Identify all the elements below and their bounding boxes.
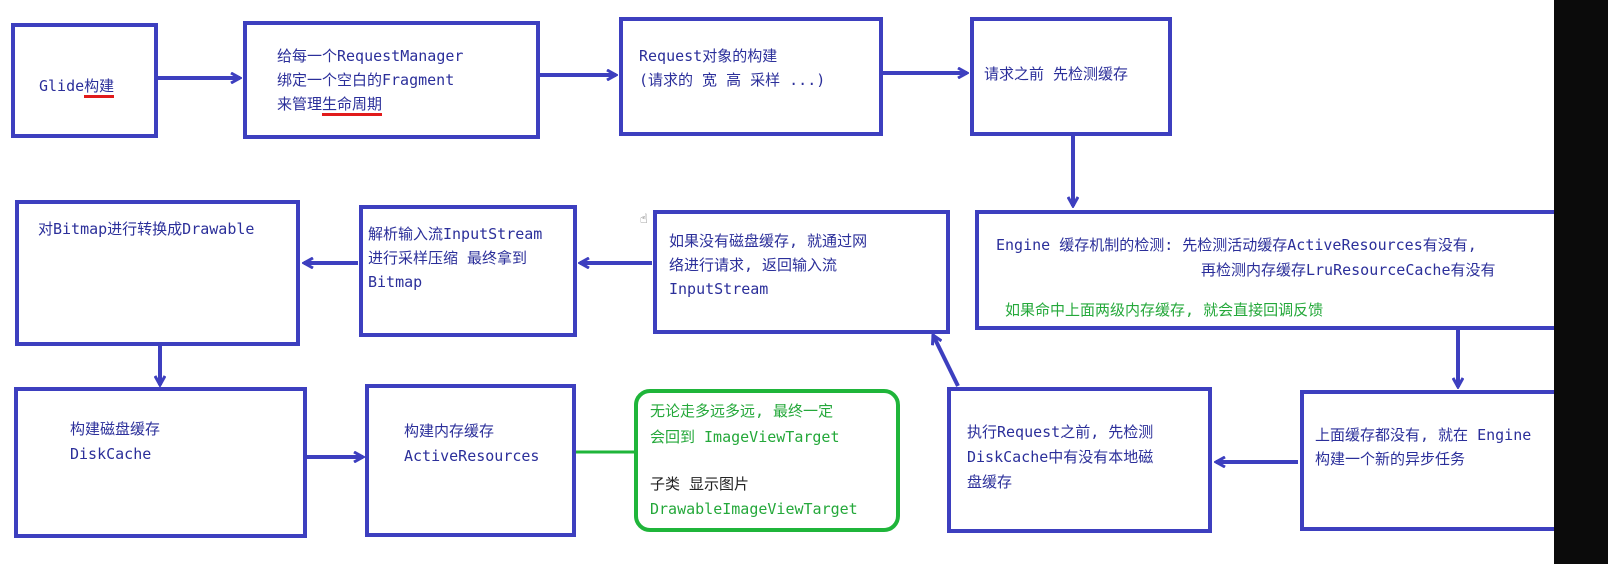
image-view-target-line4: DrawableImageViewTarget xyxy=(650,500,858,518)
engine-check-line2: 再检测内存缓存LruResourceCache有没有 xyxy=(1201,261,1496,279)
request-manager-box: 给每一个RequestManager 绑定一个空白的Fragment 来管理生命… xyxy=(243,21,540,139)
request-manager-line1: 给每一个RequestManager xyxy=(277,47,464,65)
request-manager-line3-prefix: 来管理 xyxy=(277,95,323,113)
image-view-target-line2: 会回到 ImageViewTarget xyxy=(650,428,840,446)
engine-check-line1: Engine 缓存机制的检测: 先检测活动缓存ActiveResources有没… xyxy=(996,236,1477,254)
memory-cache-box: 构建内存缓存 ActiveResources xyxy=(365,384,576,537)
disk-cache-box: 构建磁盘缓存 DiskCache xyxy=(14,387,307,538)
parse-stream-line1: 解析输入流InputStream xyxy=(368,225,543,243)
network-request-line2: 络进行请求, 返回输入流 xyxy=(669,256,838,274)
window-edge xyxy=(1554,0,1608,564)
check-cache-line1: 请求之前 先检测缓存 xyxy=(984,65,1129,83)
new-task-line1: 上面缓存都没有, 就在 Engine xyxy=(1315,426,1532,444)
engine-check-box: Engine 缓存机制的检测: 先检测活动缓存ActiveResources有没… xyxy=(975,210,1575,330)
disk-cache-line1: 构建磁盘缓存 xyxy=(70,420,161,438)
request-manager-line2: 绑定一个空白的Fragment xyxy=(277,71,455,89)
hand-cursor-icon: ☝ xyxy=(640,212,648,227)
parse-stream-line3: Bitmap xyxy=(368,273,423,291)
glide-build-underlined: 构建 xyxy=(84,77,115,98)
request-object-line1: Request对象的构建 xyxy=(639,47,778,65)
bitmap-convert-line1: 对Bitmap进行转换成Drawable xyxy=(38,220,255,238)
memory-cache-line1: 构建内存缓存 xyxy=(404,422,495,440)
glide-build-prefix: Glide xyxy=(39,77,85,95)
disk-cache-line2: DiskCache xyxy=(70,445,152,463)
glide-build-box: Glide构建 xyxy=(11,23,158,138)
disk-check-line3: 盘缓存 xyxy=(967,473,1013,491)
disk-check-line1: 执行Request之前, 先检测 xyxy=(967,423,1154,441)
request-object-box: Request对象的构建 (请求的 宽 高 采样 ...) xyxy=(619,17,883,136)
arrow-diskcheck-to-network xyxy=(933,335,960,387)
memory-cache-line2: ActiveResources xyxy=(404,447,540,465)
new-task-box: 上面缓存都没有, 就在 Engine 构建一个新的异步任务 xyxy=(1300,390,1580,531)
parse-stream-line2: 进行采样压缩 最终拿到 xyxy=(368,249,528,267)
request-object-line2: (请求的 宽 高 采样 ...) xyxy=(639,71,826,89)
image-view-target-line3: 子类 显示图片 xyxy=(650,475,750,493)
network-request-box: 如果没有磁盘缓存, 就通过网 络进行请求, 返回输入流 InputStream xyxy=(653,210,950,334)
network-request-line1: 如果没有磁盘缓存, 就通过网 xyxy=(669,232,868,250)
parse-stream-box: 解析输入流InputStream 进行采样压缩 最终拿到 Bitmap xyxy=(359,205,577,337)
disk-check-box: 执行Request之前, 先检测 DiskCache中有没有本地磁 盘缓存 xyxy=(947,387,1212,533)
new-task-line2: 构建一个新的异步任务 xyxy=(1315,450,1466,468)
network-request-line3: InputStream xyxy=(669,280,769,298)
request-manager-line3-underlined: 生命周期 xyxy=(322,95,383,116)
image-view-target-line1: 无论走多远多远, 最终一定 xyxy=(650,402,834,420)
bitmap-convert-box: 对Bitmap进行转换成Drawable xyxy=(15,200,300,346)
engine-check-line3: 如果命中上面两级内存缓存, 就会直接回调反馈 xyxy=(1005,301,1324,319)
image-view-target-box: 无论走多远多远, 最终一定 会回到 ImageViewTarget 子类 显示图… xyxy=(634,389,900,532)
check-cache-box: 请求之前 先检测缓存 xyxy=(970,17,1172,136)
disk-check-line2: DiskCache中有没有本地磁 xyxy=(967,448,1154,466)
